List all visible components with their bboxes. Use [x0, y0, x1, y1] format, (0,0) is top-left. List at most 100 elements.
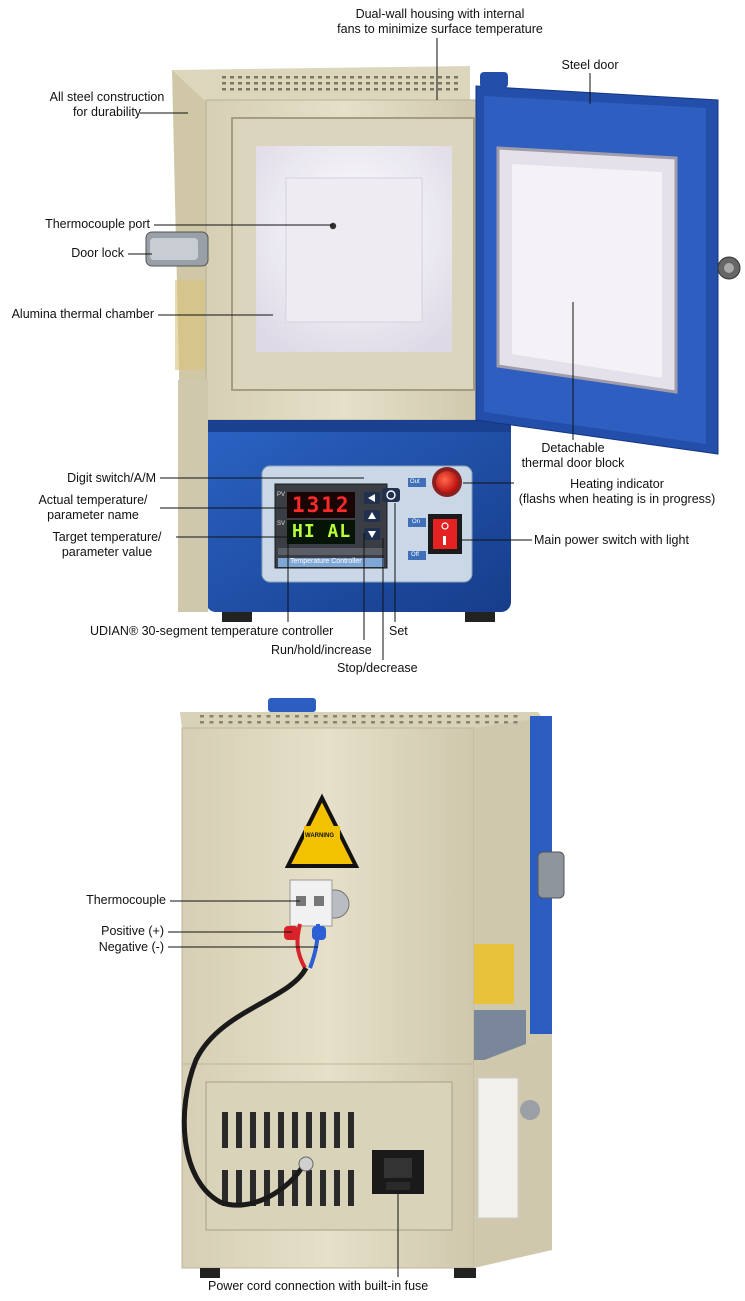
vent-hole	[200, 715, 204, 718]
vent-hole	[254, 76, 258, 79]
fuse-holder	[386, 1182, 410, 1190]
vent-hole	[358, 88, 362, 91]
vent-hole	[504, 715, 508, 718]
vent-hole	[390, 715, 394, 718]
vent-hole	[409, 715, 413, 718]
vent-hole	[333, 715, 337, 718]
vent-hole	[342, 721, 347, 724]
vent-hole	[222, 88, 226, 91]
vent-hole	[318, 76, 322, 79]
pv-display-value: 1312	[292, 493, 351, 517]
vent-hole	[314, 715, 318, 718]
label-digit-switch: Digit switch/A/M	[67, 471, 156, 485]
vent-hole	[228, 721, 233, 724]
door-hinge	[480, 72, 508, 88]
vent-hole	[382, 82, 386, 85]
vent-hole	[513, 715, 518, 718]
off-tag-text: Off	[411, 552, 419, 558]
power-inlet-socket	[384, 1158, 412, 1178]
vent-hole	[438, 88, 442, 91]
vent-hole	[454, 88, 458, 91]
vent-hole	[350, 82, 354, 85]
vent-hole	[390, 76, 394, 79]
vent-hole	[366, 76, 370, 79]
vent-hole	[358, 76, 362, 79]
vent-hole	[310, 76, 314, 79]
vent-hole	[318, 88, 322, 91]
out-tag	[408, 478, 426, 487]
vent-hole	[286, 88, 290, 91]
vent-hole	[430, 76, 434, 79]
warning-text: WARNING	[305, 833, 334, 839]
vent-hole	[294, 88, 298, 91]
vent-hole	[257, 721, 261, 724]
thermocouple-cable	[181, 966, 309, 1208]
vent-hole	[494, 715, 499, 718]
label-heating-indicator: Heating indicator (flashs when heating i…	[518, 477, 716, 506]
vent-hole	[438, 76, 442, 79]
vent-hole	[254, 82, 258, 85]
vent-hole	[200, 721, 204, 724]
vent-hole	[475, 721, 480, 724]
vent-hole	[350, 88, 354, 91]
vent-hole	[334, 88, 338, 91]
label-power-cord: Power cord connection with built-in fuse	[208, 1279, 429, 1293]
vent-hole	[430, 82, 434, 85]
label-housing: Dual-wall housing with internal fans to …	[337, 7, 543, 36]
vent-hole	[294, 82, 298, 85]
vent-hole	[398, 82, 402, 85]
vent-hole	[262, 82, 266, 85]
cable-gland	[298, 1156, 314, 1172]
vent-hole	[295, 721, 299, 724]
vent-hole	[285, 715, 290, 718]
vent-hole	[447, 715, 451, 718]
rear-hinge	[268, 698, 316, 712]
vent-hole	[326, 76, 330, 79]
label-stop: Stop/decrease	[337, 661, 418, 675]
vent-hole	[446, 88, 450, 91]
vent-hole	[437, 715, 442, 718]
label-run: Run/hold/increase	[271, 643, 372, 657]
vent-hole	[238, 76, 242, 79]
vent-hole	[266, 715, 271, 718]
vent-hole	[254, 88, 258, 91]
vent-hole	[230, 76, 234, 79]
vent-hole	[238, 82, 242, 85]
vent-hole	[333, 721, 337, 724]
top-furnace	[145, 66, 741, 622]
vent-hole	[286, 76, 290, 79]
vent-hole	[314, 721, 318, 724]
label-positive: Positive (+)	[101, 924, 164, 938]
vent-hole	[276, 721, 280, 724]
vent-hole	[326, 88, 330, 91]
label-door-lock: Door lock	[71, 246, 124, 260]
label-controller: UDIAN® 30-segment temperature controller	[90, 624, 334, 638]
vent-hole	[414, 88, 418, 91]
vent-hole	[513, 721, 518, 724]
vent-hole	[366, 82, 370, 85]
vent-hole	[342, 76, 346, 79]
vent-hole	[456, 715, 461, 718]
vent-hole	[422, 88, 426, 91]
vent-hole	[398, 76, 402, 79]
vent-hole	[352, 721, 356, 724]
vent-hole	[380, 715, 385, 718]
label-power-switch: Main power switch with light	[534, 533, 689, 547]
control-base-lip	[206, 420, 511, 432]
vent-hole	[399, 721, 404, 724]
vent-hole	[238, 88, 242, 91]
vent-hole	[334, 82, 338, 85]
vent-hole	[350, 76, 354, 79]
vent-hole	[361, 721, 366, 724]
set-button	[382, 488, 400, 502]
vent-hole	[390, 82, 394, 85]
heating-indicator-light	[436, 471, 458, 493]
vent-hole	[342, 715, 347, 718]
vent-hole	[266, 721, 271, 724]
vent-hole	[209, 715, 214, 718]
label-steel-door: Steel door	[561, 58, 619, 72]
vent-hole	[447, 721, 451, 724]
vent-hole	[352, 715, 356, 718]
vent-hole	[414, 76, 418, 79]
thermocouple-terminal-block	[289, 879, 333, 927]
